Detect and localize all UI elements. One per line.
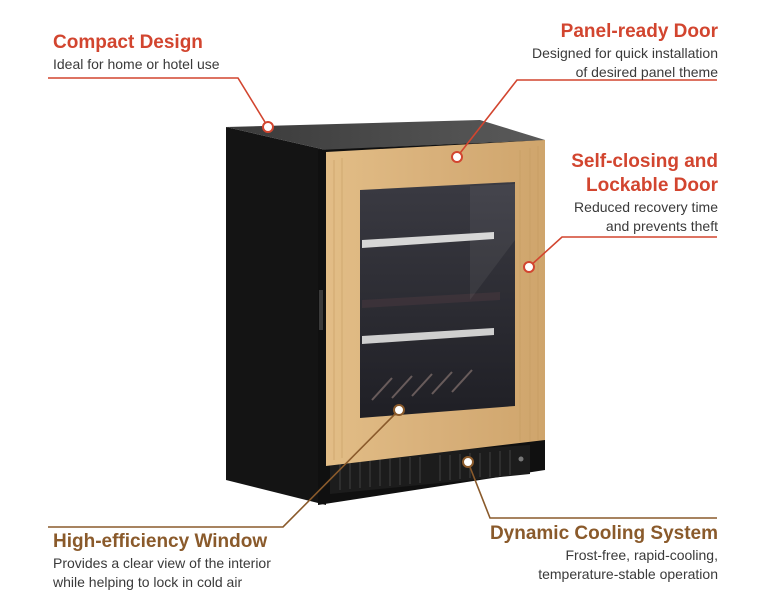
callout-compact-desc: Ideal for home or hotel use [53,55,220,74]
leader-lines [48,77,717,528]
callout-panel-title: Panel-ready Door [560,21,718,42]
callout-cooling-desc-line: temperature-stable operation [538,566,718,582]
door-hinge-edge [319,290,323,330]
wood-grain [333,146,539,460]
callout-panel-ready: Panel-ready Door Designed for quick inst… [532,20,718,82]
callout-window-desc-line: Provides a clear view of the interior [53,555,271,571]
callout-panel-desc-line: of desired panel theme [575,64,718,80]
dot-panel [451,151,463,163]
callout-compact-design: Compact Design Ideal for home or hotel u… [53,31,220,74]
callout-window-title: High-efficiency Window [53,531,268,552]
dot-cooling [462,456,474,468]
dot-window [393,404,405,416]
glass-reflection [470,184,515,300]
callout-self-closing: Self-closing and Lockable Door Reduced r… [571,150,718,236]
callout-selfclosing-desc: Reduced recovery time and prevents theft [571,198,718,236]
callout-panel-desc-line: Designed for quick installation [532,45,718,61]
dot-compact [262,121,274,133]
callout-window-desc-line: while helping to lock in cold air [53,574,243,590]
callout-cooling-desc-line: Frost-free, rapid-cooling, [565,547,718,563]
callout-dots [262,121,535,468]
callout-selfclosing-title-line: Self-closing and [571,151,718,172]
callout-selfclosing-title-line: Lockable Door [586,175,718,196]
callout-window-desc: Provides a clear view of the interior wh… [53,554,271,592]
callout-selfclosing-desc-line: and prevents theft [605,218,718,234]
cabinet-top [226,120,545,150]
interior-shelves [362,232,500,401]
callout-cooling-title: Dynamic Cooling System [489,523,718,544]
cabinet-side [226,127,326,505]
callout-panel-desc: Designed for quick installation of desir… [532,44,718,82]
callout-compact-desc-line: Ideal for home or hotel use [53,56,220,72]
callout-selfclosing-title: Self-closing and Lockable Door [571,150,718,198]
callout-dynamic-cooling: Dynamic Cooling System Frost-free, rapid… [490,522,718,584]
callout-high-efficiency-window: High-efficiency Window Provides a clear … [53,530,271,592]
callout-cooling-desc: Frost-free, rapid-cooling, temperature-s… [490,546,718,584]
dot-selfclosing [523,261,535,273]
callout-selfclosing-desc-line: Reduced recovery time [574,199,718,215]
callout-compact-title: Compact Design [53,32,203,53]
